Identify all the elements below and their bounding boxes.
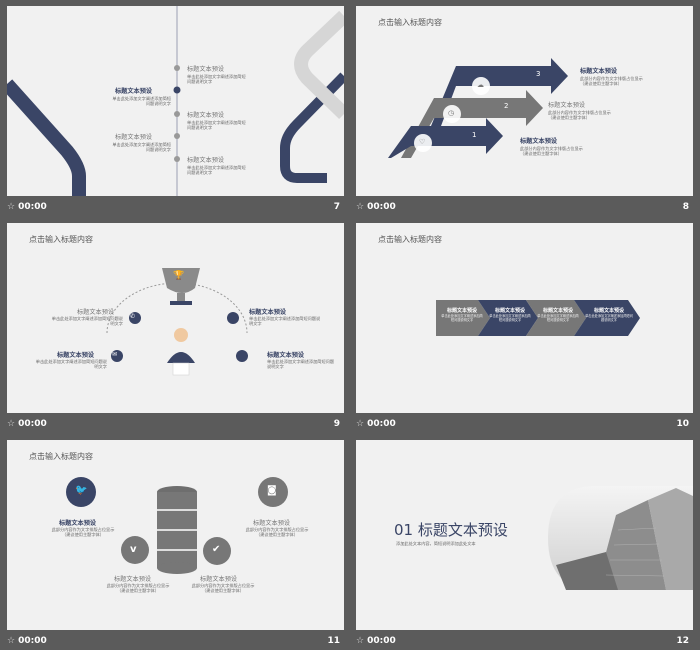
slide-number: 7 [333, 202, 340, 212]
item-desc: 单击此处添加文字阐述添加简短问题说明文字 [112, 96, 171, 106]
slide-footer: ☆00:00 12 [356, 632, 693, 650]
slide-time: 00:00 [18, 202, 47, 212]
item-label: 标题文本预设 [59, 520, 97, 527]
slide-footer: ☆00:00 9 [7, 415, 344, 433]
step-number: 1 [472, 131, 477, 139]
slide-time: 00:00 [367, 202, 396, 212]
chevron-process-diagram [436, 300, 640, 336]
item-desc: 此部分内容作为文字排版占位显示（建议使用主题字体） [548, 110, 611, 120]
item-label: 标题文本预设 [77, 309, 115, 316]
item-label: 标题文本预设 [446, 308, 477, 314]
slide-title: 点击输入标题内容 [29, 235, 93, 244]
star-icon[interactable]: ☆ [356, 636, 365, 646]
step-number: 2 [504, 102, 509, 110]
step-number: 3 [536, 70, 541, 78]
slide-footer: ☆00:00 7 [7, 198, 344, 216]
building-photo [548, 486, 693, 590]
item-desc: 此部分内容作为文字排版占位显示（建议使用主题字体） [580, 76, 643, 86]
item-desc: 单击此处添加文字阐述添加简短问题说明文字 [187, 120, 246, 130]
slide-footer: ☆00:00 8 [356, 198, 693, 216]
item-label: 标题文本预设 [542, 308, 573, 314]
item-desc: 单击此处添加文字阐述添加简短问题说明文字 [249, 316, 321, 326]
section-subtitle: 添加此处文本内容，简短说明添加此处文本 [396, 541, 476, 546]
item-desc: 此部分内容作为文字排版占位显示（建议使用主题字体） [245, 527, 309, 537]
heart-icon: ♡ [419, 138, 426, 146]
database-diagram [66, 477, 288, 574]
item-desc: 单击此处添加文字阐述添加简短问题说明文字 [187, 165, 246, 175]
star-icon[interactable]: ☆ [7, 202, 16, 212]
slide-10[interactable]: 点击输入标题内容 标题文本预设 单击此处添加文字阐述添加简短问题说明文字 标题文… [356, 223, 693, 413]
slide-number: 11 [327, 636, 340, 646]
slide-8[interactable]: 点击输入标题内容 ☁ ◷ ♡ 3 2 1 标题文本预设 此部分内容作为文字排版占… [356, 6, 693, 196]
item-desc: 单击此处添加文字阐述添加简短问题说明文字 [441, 314, 483, 322]
slide-footer: ☆00:00 10 [356, 415, 693, 433]
item-desc: 单击此处添加文字阐述添加简短问题说明文字 [489, 314, 531, 322]
star-icon[interactable]: ☆ [7, 419, 16, 429]
item-label: 标题文本预设 [494, 308, 525, 314]
star-icon[interactable]: ☆ [356, 419, 365, 429]
instagram-icon[interactable]: ◙ [267, 485, 277, 496]
item-label: 标题文本预设 [580, 68, 618, 75]
slide-number: 12 [676, 636, 689, 646]
item-desc: 单击此处添加文字阐述添加简短问题说明文字 [537, 314, 579, 322]
item-label: 标题文本预设 [253, 520, 291, 527]
slide-title: 点击输入标题内容 [29, 452, 93, 461]
slide-number: 10 [676, 419, 689, 429]
step-arrows-diagram [388, 58, 568, 158]
item-label: 标题文本预设 [200, 576, 238, 583]
item-desc: 单击此处添加文字阐述添加简短问题说明文字 [112, 142, 171, 152]
vimeo-icon[interactable]: v [130, 544, 137, 555]
item-desc: 此部分内容作为文字排版占位显示（建议使用主题字体） [51, 527, 115, 537]
slide-12[interactable]: 01 标题文本预设 添加此处文本内容，简短说明添加此处文本 [356, 440, 693, 630]
slide-number: 9 [333, 419, 340, 429]
item-desc: 单击此处添加文字阐述添加简短问题说明文字 [51, 316, 123, 326]
slide-11[interactable]: 点击输入标题内容 🐦 v ✔ ◙ 标题文本预设 此部分内容作为文字排版占位显示（… [7, 440, 344, 630]
item-label: 标题文本预设 [115, 134, 153, 141]
twitter-icon[interactable]: 🐦 [75, 485, 88, 496]
trophy-icon: 🏆 [173, 271, 185, 281]
slide-number: 8 [682, 202, 689, 212]
slide-title: 点击输入标题内容 [378, 18, 442, 27]
item-label: 标题文本预设 [187, 157, 225, 164]
item-desc: 单击此处添加文字阐述添加简短问题说明文字 [585, 314, 633, 322]
megaphone-icon: ✆ [130, 313, 136, 320]
slide-time: 00:00 [367, 636, 396, 646]
slide-time: 00:00 [367, 419, 396, 429]
slide-9[interactable]: 点击输入标题内容 🏆 ✆ ✉ 标题文本预设 单击此处添加文字阐述添加简短问题说明… [7, 223, 344, 413]
item-label: 标题文本预设 [187, 66, 225, 73]
section-title: 01 标题文本预设 [394, 521, 508, 539]
item-label: 标题文本预设 [548, 102, 586, 109]
envelope-icon: ✉ [112, 351, 118, 358]
slide-7[interactable]: 标题文本预设 单击此处添加文字阐述添加简短问题说明文字 标题文本预设 单击此处添… [7, 6, 344, 196]
item-label: 标题文本预设 [520, 138, 558, 145]
item-desc: 单击此处添加文字阐述添加简短问题说明文字 [35, 359, 107, 369]
slide-footer: ☆00:00 11 [7, 632, 344, 650]
slide-title: 点击输入标题内容 [378, 235, 442, 244]
slide-time: 00:00 [18, 636, 47, 646]
item-label: 标题文本预设 [57, 352, 95, 359]
item-desc: 此部分内容作为文字排版占位显示（建议使用主题字体） [191, 583, 255, 593]
item-label: 标题文本预设 [115, 88, 153, 95]
item-desc: 此部分内容作为文字排版占位显示（建议使用主题字体） [106, 583, 170, 593]
star-icon[interactable]: ☆ [356, 202, 365, 212]
item-label: 标题文本预设 [267, 352, 305, 359]
star-icon[interactable]: ☆ [7, 636, 16, 646]
item-desc: 此部分内容作为文字排版占位显示（建议使用主题字体） [520, 146, 583, 156]
cloud-icon: ☁ [477, 81, 484, 89]
left-bracket-shape [7, 6, 344, 196]
item-desc: 单击此处添加文字阐述添加简短问题说明文字 [267, 359, 335, 369]
item-label: 标题文本预设 [114, 576, 152, 583]
trophy-businessman-illustration [106, 268, 248, 376]
check-icon[interactable]: ✔ [212, 544, 221, 555]
item-label: 标题文本预设 [249, 309, 287, 316]
item-label: 标题文本预设 [593, 308, 624, 314]
item-label: 标题文本预设 [187, 112, 225, 119]
item-desc: 单击此处添加文字阐述添加简短问题说明文字 [187, 74, 246, 84]
clock-icon: ◷ [448, 109, 455, 117]
slide-time: 00:00 [18, 419, 47, 429]
